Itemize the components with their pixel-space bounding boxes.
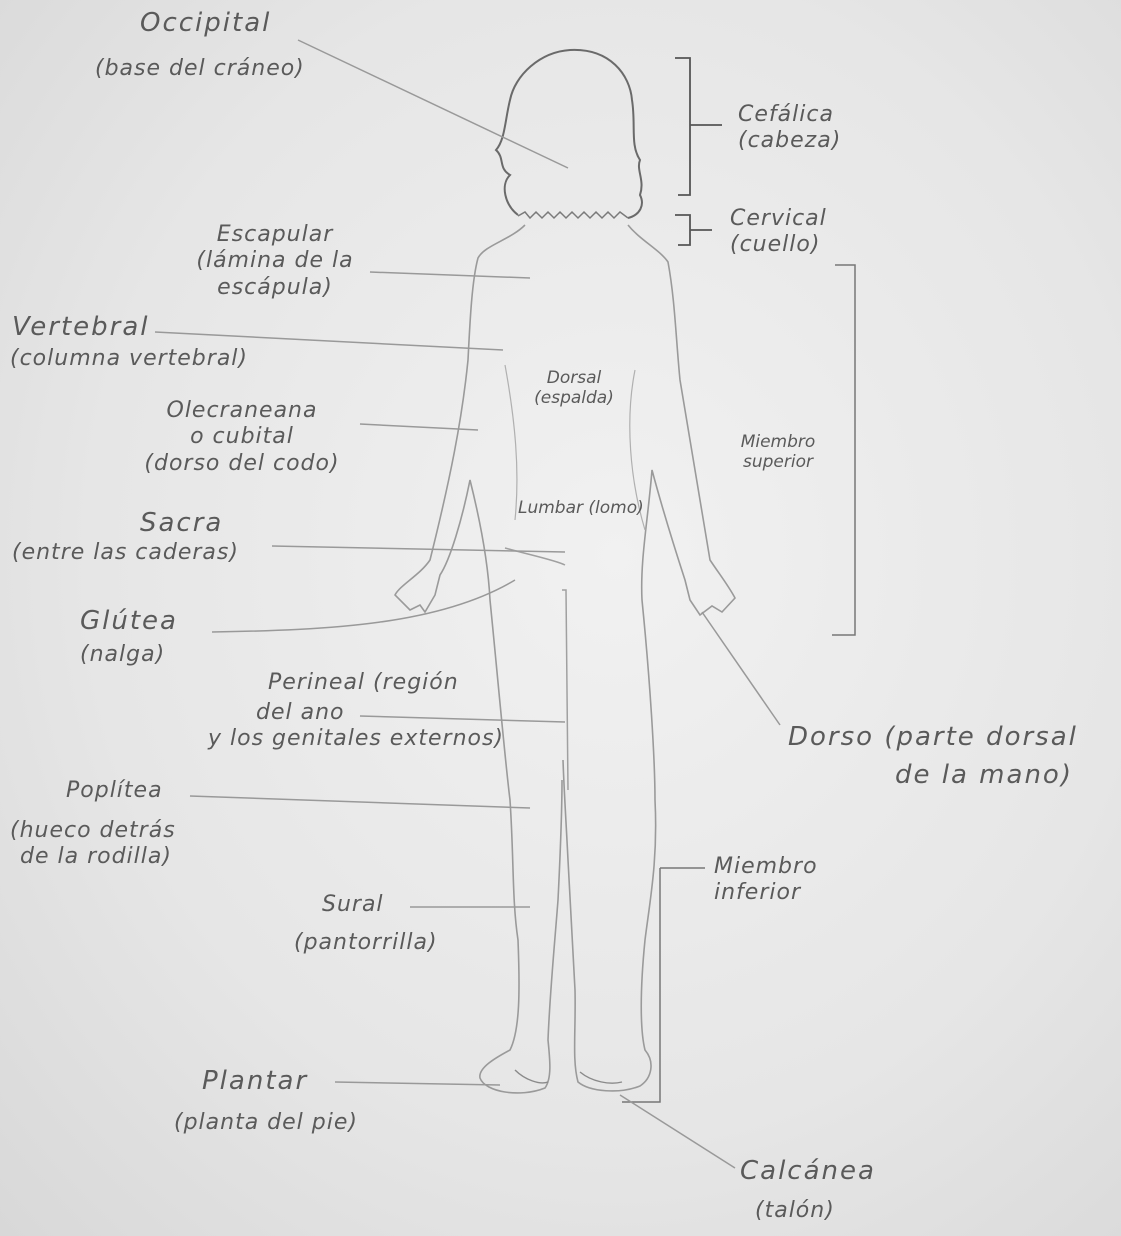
dorso-mano-line-2: de la mano) (895, 760, 1073, 790)
label-sural-desc: (pantorrilla) (294, 930, 438, 956)
cervical-name: Cervical (730, 206, 827, 232)
plantar-desc: (planta del pie) (174, 1110, 358, 1135)
label-lumbar: Lumbar (lomo) (518, 498, 644, 518)
miembro-superior-line-2: superior (728, 452, 828, 472)
calcanea-desc: (talón) (755, 1198, 835, 1223)
label-olecraneana: Olecraneana o cubital (dorso del codo) (118, 398, 366, 477)
vertebral-name: Vertebral (12, 312, 150, 342)
label-vertebral-desc: (columna vertebral) (10, 346, 248, 372)
calcanea-name: Calcánea (740, 1156, 876, 1186)
escapular-name: Escapular (180, 222, 370, 248)
leader-lines (155, 40, 780, 1168)
crotch-line (562, 590, 568, 790)
occipital-name: Occipital (140, 8, 271, 38)
dorso-mano-line-1: Dorso (parte dorsal (788, 722, 1078, 752)
label-perineal-1: Perineal (región (268, 670, 459, 696)
cefalica-desc: (cabeza) (738, 128, 841, 154)
label-cervical: Cervical (cuello) (730, 206, 827, 259)
escapular-desc-1: (lámina de la (180, 248, 370, 274)
label-occipital: Occipital (140, 8, 271, 39)
lumbar-name: Lumbar (lomo) (518, 498, 644, 518)
label-poplitea-desc: (hueco detrás de la rodilla) (10, 818, 176, 871)
perineal-line-3: y los genitales externos) (208, 726, 504, 751)
label-dorso-mano-1: Dorso (parte dorsal (788, 722, 1078, 753)
cervical-desc: (cuello) (730, 232, 827, 258)
vertebral-desc: (columna vertebral) (10, 346, 248, 371)
hairline-zigzag (518, 212, 628, 218)
sacra-desc: (entre las caderas) (12, 540, 239, 565)
poplitea-desc-2: de la rodilla) (10, 844, 176, 870)
miembro-superior-bracket (832, 265, 855, 635)
sural-desc: (pantorrilla) (294, 930, 438, 955)
olecraneana-alt: o cubital (118, 424, 366, 450)
cefalica-bracket (675, 58, 722, 195)
dorsal-desc: (espalda) (528, 388, 620, 408)
label-perineal-2: del ano (256, 700, 345, 726)
cefalica-name: Cefálica (738, 102, 841, 128)
label-perineal-3: y los genitales externos) (208, 726, 504, 752)
perineal-line-1: Perineal (región (268, 670, 459, 695)
label-dorsal: Dorsal (espalda) (528, 368, 620, 409)
poplitea-name: Poplítea (66, 778, 163, 803)
olecraneana-name: Olecraneana (118, 398, 366, 424)
label-sacra-desc: (entre las caderas) (12, 540, 239, 566)
label-plantar-desc: (planta del pie) (174, 1110, 358, 1136)
occipital-desc: (base del cráneo) (95, 56, 305, 81)
label-vertebral: Vertebral (12, 312, 150, 343)
glutea-name: Glútea (80, 606, 178, 636)
dorsal-name: Dorsal (528, 368, 620, 388)
spine-left-mark (505, 365, 517, 520)
label-miembro-superior: Miembro superior (728, 432, 828, 473)
miembro-superior-line-1: Miembro (728, 432, 828, 452)
label-poplitea: Poplítea (66, 778, 163, 804)
sural-name: Sural (322, 892, 384, 917)
escapular-desc-2: escápula) (180, 275, 370, 301)
sacra-name: Sacra (140, 508, 223, 538)
body-right-outline (563, 225, 735, 1091)
label-escapular: Escapular (lámina de la escápula) (180, 222, 370, 301)
miembro-inferior-bracket (622, 868, 705, 1102)
label-cefalica: Cefálica (cabeza) (738, 102, 841, 155)
miembro-inferior-line-1: Miembro (714, 854, 818, 880)
label-plantar: Plantar (202, 1066, 308, 1097)
label-glutea-desc: (nalga) (80, 642, 165, 668)
label-dorso-mano-2: de la mano) (895, 760, 1073, 791)
body-left-outline (395, 225, 562, 1093)
label-miembro-inferior: Miembro inferior (714, 854, 818, 907)
label-glutea: Glútea (80, 606, 178, 637)
glutea-desc: (nalga) (80, 642, 165, 667)
olecraneana-desc: (dorso del codo) (118, 451, 366, 477)
label-calcanea: Calcánea (740, 1156, 876, 1187)
poplitea-desc-1: (hueco detrás (10, 818, 176, 844)
heel-left (515, 1070, 548, 1083)
heel-right (580, 1072, 622, 1083)
perineal-line-2: del ano (256, 700, 345, 725)
label-calcanea-desc: (talón) (755, 1198, 835, 1224)
cervical-bracket (675, 215, 712, 245)
label-occipital-desc: (base del cráneo) (95, 56, 305, 82)
miembro-inferior-line-2: inferior (714, 880, 818, 906)
plantar-name: Plantar (202, 1066, 308, 1096)
head-hair-outline (496, 50, 642, 218)
label-sural: Sural (322, 892, 384, 918)
label-sacra: Sacra (140, 508, 223, 539)
